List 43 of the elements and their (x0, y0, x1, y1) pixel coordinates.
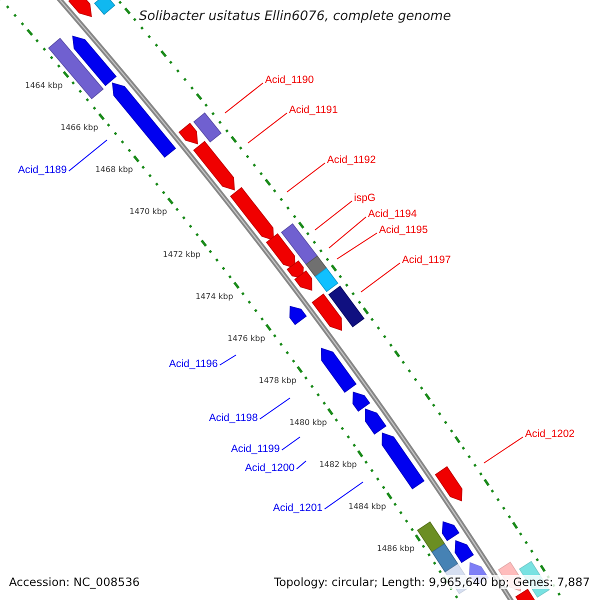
footer-text: Accession: NC_008536 (9, 575, 140, 589)
leader-line (224, 82, 264, 114)
gene-label: Acid_1200 (245, 462, 295, 474)
leader-line (296, 460, 306, 470)
leader-line (259, 398, 290, 420)
leader-line (484, 436, 524, 464)
scale-label: 1466 kbp (60, 123, 98, 132)
diagram-title: Solibacter usitatus Ellin6076, complete genome (138, 9, 452, 24)
gene-label: Acid_1201 (273, 502, 323, 514)
gene-label: Acid_1194 (368, 208, 417, 220)
gene-label: Acid_1190 (265, 74, 314, 86)
leader-line (336, 232, 378, 260)
scale-label: 1484 kbp (348, 502, 386, 512)
gene-label: Acid_1192 (327, 154, 376, 166)
scale-label: 1476 kbp (227, 334, 266, 343)
gene-label: Acid_1202 (525, 428, 575, 440)
leader-line (286, 162, 326, 192)
scale-label: 1472 kbp (162, 250, 200, 259)
gene-label: Acid_1189 (18, 164, 67, 176)
gene-label: Acid_1199 (231, 443, 280, 455)
leader-line (68, 140, 108, 172)
footer-text: Topology: circular; Length: 9,965,640 bp; Genes: 7,887 (274, 575, 590, 589)
gene-label: ispG (354, 192, 376, 204)
scale-label: 1478 kbp (258, 376, 296, 386)
scale-label: 1474 kbp (195, 292, 234, 301)
leader-line (281, 436, 300, 450)
scale-label: 1486 kbp (376, 544, 415, 554)
scale-label: 1470 kbp (129, 207, 168, 216)
gene-label: Acid_1197 (402, 254, 451, 266)
leader-line (324, 482, 364, 510)
scale-label: 1482 kbp (319, 460, 357, 470)
leader-line (219, 354, 236, 366)
scale-label: 1480 kbp (289, 418, 328, 428)
gene-label: Acid_1191 (289, 104, 338, 116)
leader-line (314, 200, 352, 230)
gene-label: Acid_1195 (379, 224, 428, 236)
scale-label: 1464 kbp (24, 80, 63, 90)
leader-line (328, 216, 366, 248)
scale-label: 1468 kbp (95, 165, 133, 174)
gene-label: Acid_1198 (209, 412, 258, 424)
leader-line (360, 262, 400, 292)
gene-label: Acid_1196 (169, 358, 218, 370)
leader-line (248, 112, 288, 144)
